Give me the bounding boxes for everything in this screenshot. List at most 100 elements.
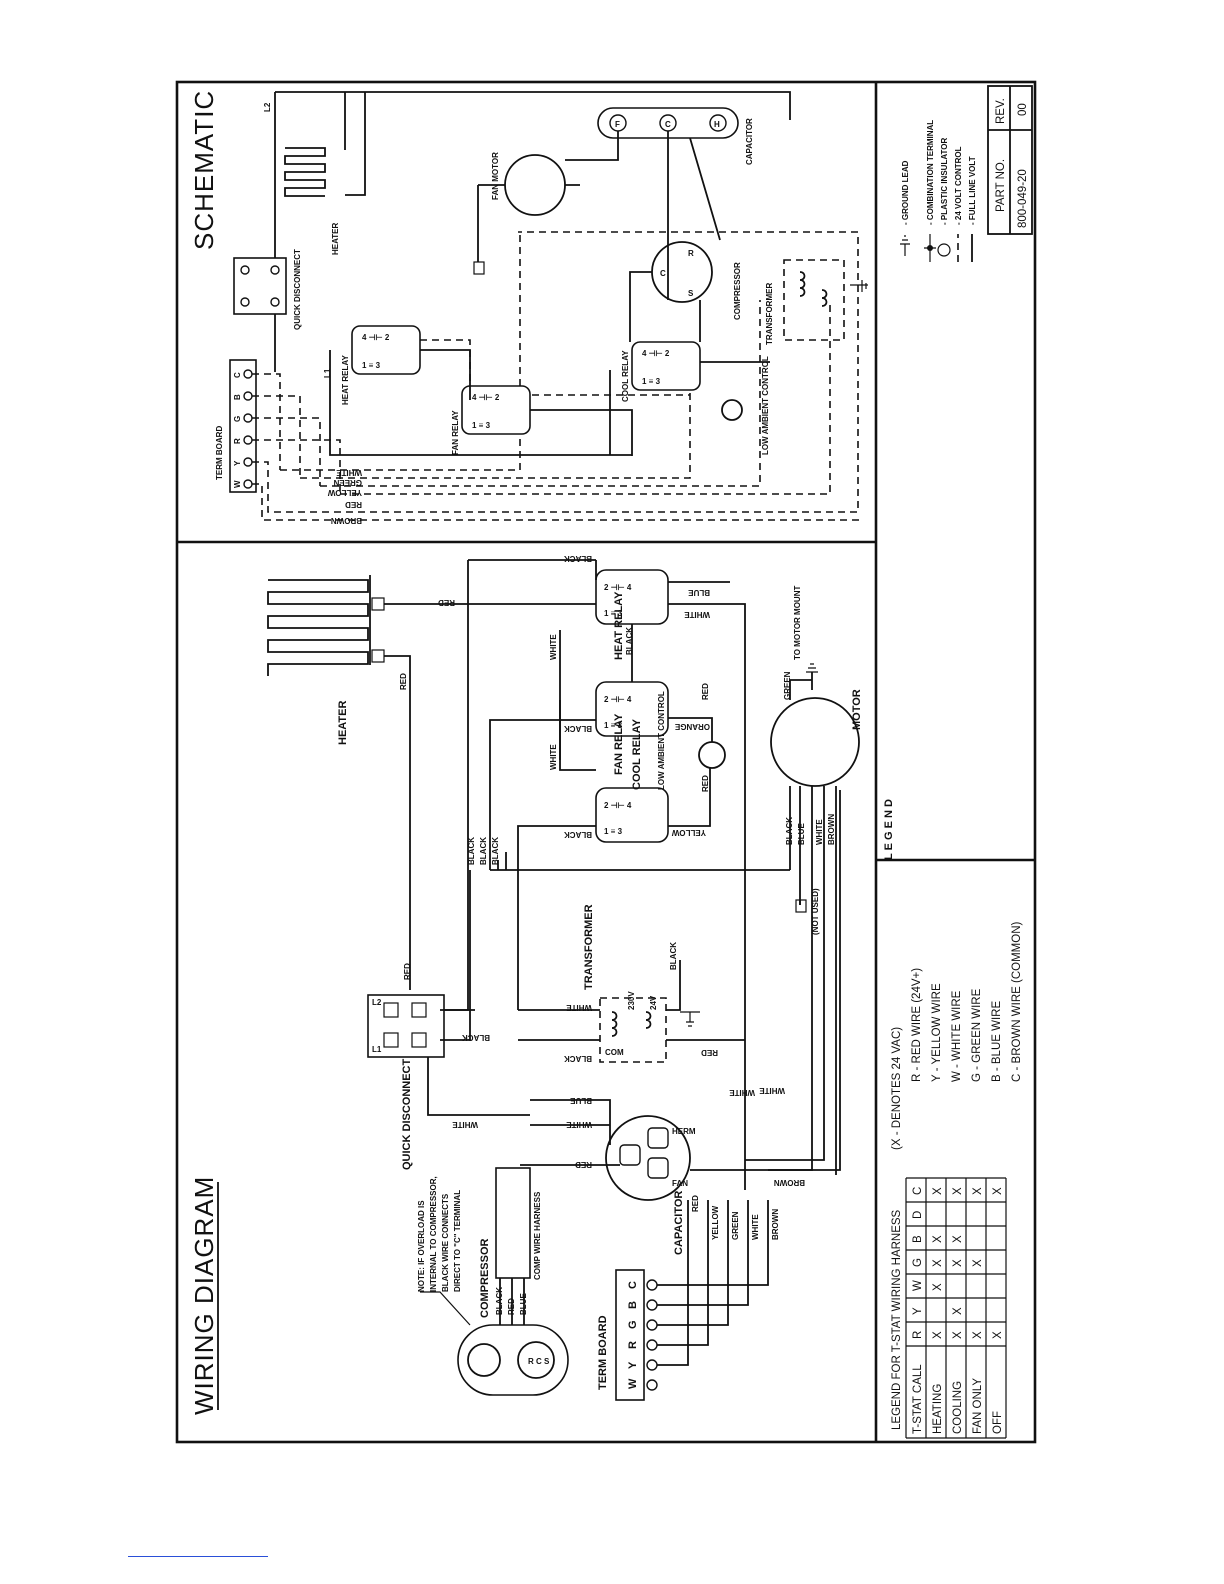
page-link-underline [128, 1556, 268, 1557]
tstat-cell: X [932, 1331, 944, 1339]
wire-label-white-6: WHITE [566, 1003, 592, 1012]
legend-symbol-text-0: - GROUND LEAD [901, 160, 910, 225]
tstat-cell: X [952, 1187, 964, 1195]
ground-icon [900, 235, 910, 256]
wiring-term-label-c: C [627, 1281, 639, 1289]
schematic-fan-relay-label: FAN RELAY [451, 410, 460, 455]
schematic-term-label-r: R [233, 438, 242, 444]
wiring-fan-relay-label: FAN RELAY [613, 713, 625, 775]
tstat-cell: X [952, 1307, 964, 1315]
schematic-comp-s: S [688, 289, 694, 298]
tstat-header-cell: R [912, 1331, 924, 1339]
wiring-term-b [646, 1299, 658, 1311]
wiring-comp-harness-label: COMP WIRE HARNESS [533, 1191, 542, 1280]
schematic-qd-terminal [270, 297, 280, 307]
schematic-heat-relay-pins: 4 ⊣⊢ 2 [362, 332, 390, 342]
wiring-quick-disconnect: L2 L1 QUICK DISCONNECT BLACK RED WHITE [367, 870, 530, 1170]
tstat-cell: X [972, 1187, 984, 1195]
wire-label-red-6: RED [701, 1048, 718, 1057]
capacitor-body [605, 1115, 691, 1201]
transformer-230v: 230V [627, 991, 636, 1010]
schematic-fan-relay-pins-b: 1 ≡ 3 [472, 421, 491, 430]
wire-label-red-4: RED [701, 775, 710, 792]
tstat-grid: T-STAT CALLRYWGBDCHEATINGXXXXXCOOLINGXXX… [905, 1177, 1007, 1439]
schematic-term-label-c: C [233, 372, 242, 378]
term-board-body [615, 1269, 645, 1401]
wire-key: R - RED WIRE (24V+) Y - YELLOW WIRE W - … [911, 921, 1023, 1082]
compressor-overload [467, 1343, 501, 1377]
wire-label-white-1: WHITE [549, 634, 558, 660]
wiring-term-board: TERM BOARD C B G R Y W [597, 1269, 658, 1401]
wiring-term-label-w: W [627, 1378, 639, 1389]
schematic-cap-h-mark: H [714, 120, 720, 129]
tstat-cell: X [932, 1283, 944, 1291]
tstat-cell: X [952, 1259, 964, 1267]
wiring-heat-relay-label: HEAT RELAY [613, 591, 625, 660]
tstat-cell: HEATING [932, 1384, 944, 1434]
transformer-body [599, 997, 667, 1063]
schematic-term-label-b: B [233, 394, 242, 400]
wiring-motor: MOTOR GREEN TO MOTOR MOUNT BLACK BLUE WH… [745, 586, 863, 1175]
wire-label-black-11: BLACK [669, 942, 678, 970]
relay-white-wire [668, 603, 746, 1190]
wire-label-black-1: BLACK [564, 554, 592, 563]
tstat-cell: COOLING [952, 1381, 964, 1434]
compressor-terminals [517, 1341, 555, 1379]
schematic-term-label-y: Y [233, 460, 242, 466]
wire-label-red-1: RED [438, 598, 455, 607]
wiring-heater-label: HEATER [337, 701, 349, 745]
wire-label-brown-3: BROWN [771, 1209, 780, 1240]
qd-l1: L1 [372, 1045, 382, 1054]
qd-body [367, 994, 445, 1058]
wiring-compressor: R C S COMPRESSOR [457, 1238, 569, 1396]
motor-ground-symbol [806, 663, 818, 673]
schematic-heat-relay-pins-b: 1 ≡ 3 [362, 361, 381, 370]
legend-section: L E G E N D - GROUND LEAD - COMBINATION … [876, 85, 1035, 1439]
schematic-terminals: C B G R Y W [233, 369, 253, 489]
tstat-cell: OFF [992, 1411, 1004, 1434]
thermostat-leads [655, 1200, 769, 1366]
schematic-heat-relay-label: HEAT RELAY [341, 355, 350, 405]
qd-out-wires [440, 870, 475, 1041]
relay-yellow-wire [668, 768, 711, 827]
heat-relay-pin-top: 2 ⊣⊢ 4 [604, 582, 632, 592]
wire-label-black-4: BLACK [564, 830, 592, 839]
wire-label-red-9: RED [507, 1298, 516, 1315]
schematic-term-board [229, 359, 257, 493]
note-line-2: INTERNAL TO COMPRESSOR, [429, 1176, 438, 1292]
motor-ground-wire [789, 672, 813, 700]
qd-terminal [383, 1002, 399, 1018]
tstat-cell: X [992, 1187, 1004, 1195]
legend-symbol-text-2: - PLASTIC INSULATOR [940, 138, 949, 225]
heater-element [267, 579, 369, 676]
wire-label-black-10: BLACK [564, 1054, 592, 1063]
schematic-capacitor-label: CAPACITOR [745, 118, 754, 165]
schematic-cap-h [709, 114, 727, 132]
wire-key-3: G - GREEN WIRE [971, 988, 983, 1082]
wire-label-green-2: GREEN [731, 1211, 740, 1240]
schematic-low-ambient [721, 399, 743, 421]
capacitor-terminal-herm [647, 1127, 669, 1149]
tstat-cell: X [932, 1187, 944, 1195]
part-no-label: PART NO. [995, 159, 1007, 212]
wiring-term-c [646, 1279, 658, 1291]
qd-terminal [383, 1032, 399, 1048]
tstat-cell: X [932, 1235, 944, 1243]
schematic-compressor-label: COMPRESSOR [733, 262, 742, 320]
schematic-transformer-label: TRANSFORMER [765, 283, 774, 345]
tstat-cell: FAN ONLY [972, 1378, 984, 1434]
schematic-term-c [243, 369, 253, 379]
wire-key-4: B - BLUE WIRE [991, 1001, 1003, 1082]
wire-label-red-5: RED [403, 963, 412, 980]
rev-label: REV. [995, 98, 1007, 124]
wiring-fan-relay: 2 ⊣⊢ 4 1 ≡ 3 FAN RELAY [595, 681, 669, 775]
fan-relay-pin-top: 2 ⊣⊢ 4 [604, 694, 632, 704]
tstat-cell: X [932, 1259, 944, 1267]
wire-label-black-12: BLACK [495, 1287, 504, 1315]
transformer-ground [680, 1011, 700, 1027]
cool-relay-pin-bot: 1 ≡ 3 [604, 827, 623, 836]
wiring-motor-label: MOTOR [851, 689, 863, 730]
schematic-comp-wires [629, 271, 701, 342]
relay-white-link [559, 630, 596, 771]
